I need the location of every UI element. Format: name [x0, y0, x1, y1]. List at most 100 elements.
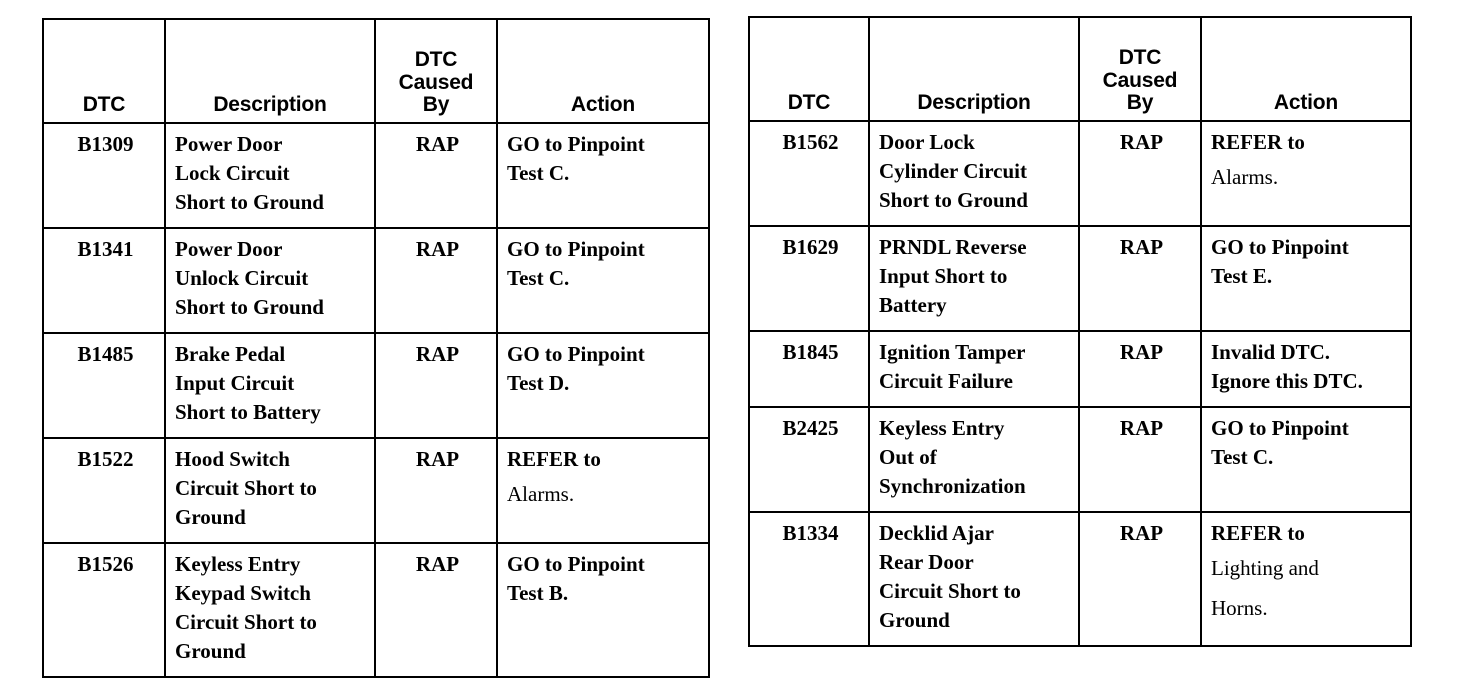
cell-line: Cylinder Circuit	[879, 158, 1027, 183]
cell-line: RAP	[415, 132, 460, 156]
cell-caused-by: RAP	[1078, 224, 1202, 332]
header-line: Action	[570, 92, 636, 116]
cell-line: Test E.	[1211, 263, 1273, 288]
cell-line: Lock Circuit	[175, 160, 290, 185]
cell-line: Out of	[879, 444, 937, 469]
header-line: By	[1126, 90, 1154, 114]
table-header: DTC Description DTC Caused By Action	[42, 18, 710, 124]
header-line: DTC	[414, 48, 458, 72]
cell-line: B1629	[782, 234, 839, 259]
cell-line: B1309	[77, 132, 134, 156]
cell-action: Invalid DTC. Ignore this DTC.	[1200, 329, 1412, 408]
cell-caused-by: RAP	[374, 541, 498, 678]
cell-line: Ignore this DTC.	[1211, 368, 1363, 393]
header-line: Action	[1273, 90, 1339, 114]
cell-line: Battery	[879, 292, 947, 317]
cell-caused-by: RAP	[1078, 329, 1202, 408]
cell-caused-by: RAP	[374, 226, 498, 334]
column-header-dtc: DTC	[42, 18, 166, 124]
header-line: DTC	[82, 92, 126, 116]
column-header-description: Description	[868, 16, 1080, 122]
cell-line: RAP	[1119, 415, 1164, 440]
cell-line: RAP	[415, 551, 460, 576]
column-header-dtc-caused-by: DTC Caused By	[374, 18, 498, 124]
table-header: DTC Description DTC Caused By Action	[748, 16, 1412, 122]
cell-dtc: B1334	[748, 510, 870, 647]
cell-line: Circuit Short to	[175, 475, 317, 500]
column-header-description: Description	[164, 18, 376, 124]
header-line: Caused	[398, 70, 474, 94]
cell-line: RAP	[415, 341, 460, 366]
cell-dtc: B1522	[42, 436, 166, 544]
cell-caused-by: RAP	[374, 331, 498, 439]
cell-caused-by: RAP	[374, 436, 498, 544]
header-line: By	[422, 92, 450, 116]
cell-line: Alarms.	[1211, 164, 1279, 189]
cell-caused-by: RAP	[1078, 510, 1202, 647]
cell-line: RAP	[415, 236, 460, 261]
cell-line: B1522	[77, 446, 134, 471]
cell-line: Test B.	[507, 580, 569, 605]
cell-line: Rear Door	[879, 549, 974, 574]
column-header-dtc: DTC	[748, 16, 870, 122]
cell-line: GO to Pinpoint	[507, 551, 645, 576]
cell-line: Keyless Entry	[175, 551, 301, 576]
cell-dtc: B2425	[748, 405, 870, 513]
cell-line: Unlock Circuit	[175, 265, 309, 290]
cell-line: Short to Battery	[175, 399, 321, 424]
dtc-table-right: DTC Description DTC Caused By Action B15…	[748, 16, 1412, 647]
cell-caused-by: RAP	[1078, 120, 1202, 227]
cell-line: Input Circuit	[175, 370, 295, 395]
cell-line: RAP	[1119, 234, 1164, 259]
cell-line: Lighting and	[1211, 555, 1319, 580]
cell-line: Door Lock	[879, 130, 975, 154]
cell-line: REFER to	[1211, 130, 1305, 154]
column-header-action: Action	[1200, 16, 1412, 122]
header-row: DTC Description DTC Caused By Action	[42, 18, 710, 124]
cell-line: B1526	[77, 551, 134, 576]
cell-line: REFER to	[1211, 520, 1305, 545]
cell-line: Circuit Short to	[879, 578, 1021, 603]
cell-line: Power Door	[175, 132, 283, 156]
header-line: DTC	[787, 90, 831, 114]
cell-line: Keypad Switch	[175, 580, 311, 605]
cell-dtc: B1562	[748, 120, 870, 227]
header-line: Description	[213, 92, 327, 116]
cell-line: GO to Pinpoint	[1211, 234, 1349, 259]
cell-line: PRNDL Reverse	[879, 234, 1027, 259]
cell-line: Keyless Entry	[879, 415, 1005, 440]
cell-line: Invalid DTC.	[1211, 339, 1331, 364]
header-row: DTC Description DTC Caused By Action	[748, 16, 1412, 122]
cell-line: GO to Pinpoint	[507, 132, 645, 156]
cell-line: GO to Pinpoint	[1211, 415, 1349, 440]
header-line: Caused	[1102, 68, 1178, 92]
cell-line: Ground	[175, 504, 246, 529]
cell-line: Ground	[879, 607, 950, 632]
cell-line: GO to Pinpoint	[507, 341, 645, 366]
cell-line: RAP	[415, 446, 460, 471]
header-line: DTC	[1118, 46, 1162, 70]
